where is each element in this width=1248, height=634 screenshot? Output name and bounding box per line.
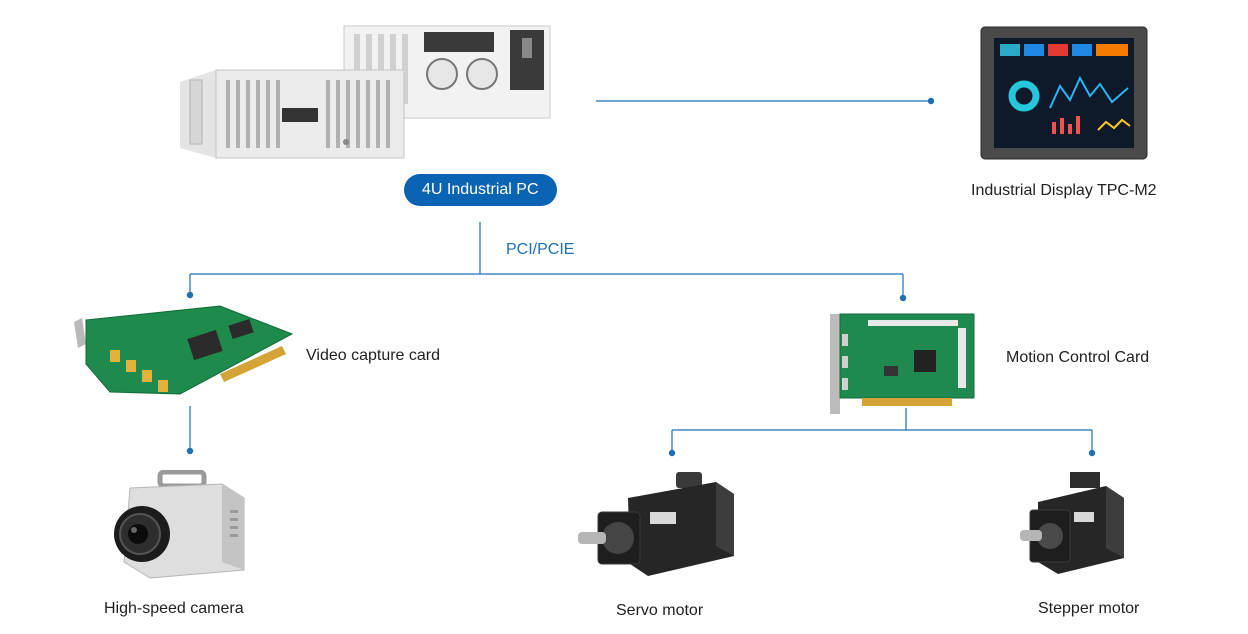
stepper-motor-icon — [1020, 472, 1124, 574]
motion-card-label: Motion Control Card — [1006, 349, 1150, 366]
industrial-display-icon — [980, 26, 1148, 160]
servo-label: Servo motor — [616, 602, 704, 619]
ipc-label: 4U Industrial PC — [404, 174, 557, 206]
motion-control-card-icon — [830, 313, 975, 414]
display-label: Industrial Display TPC-M2 — [971, 182, 1157, 199]
video-card-label: Video capture card — [306, 347, 441, 364]
stepper-label: Stepper motor — [1038, 600, 1140, 617]
servo-motor-icon — [578, 472, 734, 576]
industrial-pc-icon — [180, 25, 551, 159]
high-speed-camera-icon — [114, 470, 245, 579]
video-capture-card-icon — [74, 305, 294, 395]
camera-label: High-speed camera — [104, 600, 244, 617]
bus-label: PCI/PCIE — [506, 241, 575, 258]
